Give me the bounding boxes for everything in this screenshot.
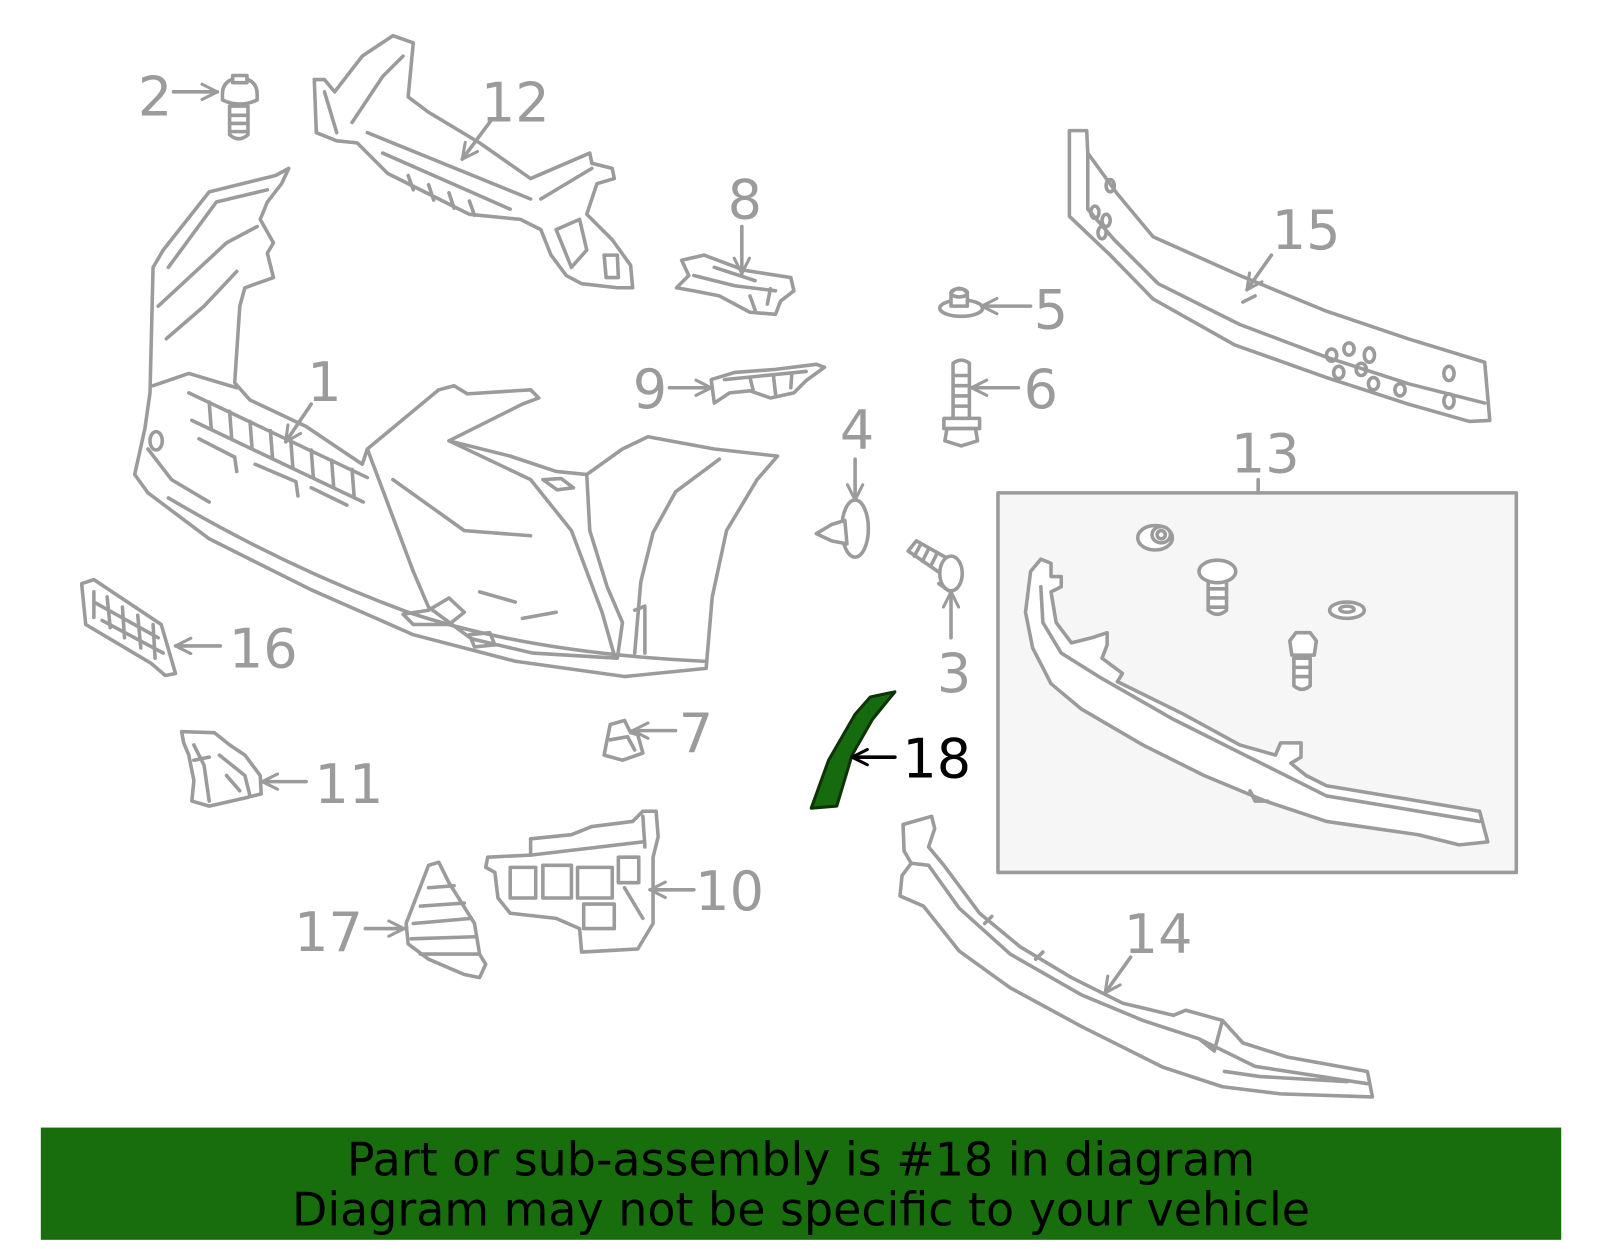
info-banner: Part or sub-assembly is #18 in diagram D… [40, 1127, 1562, 1240]
callout-label-1: 1 [307, 351, 341, 414]
callout-label-12: 12 [481, 71, 550, 134]
callout-labels: 2 12 8 5 15 1 9 6 4 13 16 3 7 18 11 10 1… [138, 65, 1341, 966]
callout-label-18: 18 [902, 728, 971, 791]
banner-line-1: Part or sub-assembly is #18 in diagram [347, 1133, 1255, 1187]
part-15-reinforcement [1067, 128, 1492, 424]
callout-15-arrow [1247, 253, 1274, 290]
callout-label-2: 2 [138, 65, 172, 128]
callout-label-17: 17 [294, 901, 363, 964]
part-6-bolt [942, 358, 982, 448]
part-9-bracket [709, 362, 827, 405]
part-17-fog-cover [404, 860, 488, 980]
callout-1-arrow [286, 402, 314, 442]
part-14-lower-spoiler [898, 814, 1375, 1099]
banner-line-2: Diagram may not be specific to your vehi… [292, 1183, 1310, 1237]
part-13-absorber-kit [996, 491, 1519, 875]
callout-label-13: 13 [1231, 422, 1300, 485]
callout-label-11: 11 [315, 753, 384, 816]
callout-label-4: 4 [840, 399, 874, 462]
callout-14-arrow [1105, 955, 1133, 993]
callout-label-10: 10 [695, 860, 764, 923]
part-3-screw [906, 539, 965, 593]
callout-label-15: 15 [1272, 199, 1341, 262]
info-banner-background [40, 1127, 1562, 1240]
part-11-bracket [179, 729, 264, 808]
part-4-push-pin [814, 498, 871, 559]
callout-label-6: 6 [1024, 358, 1058, 421]
part-1-bumper-cover [132, 166, 780, 679]
callout-label-7: 7 [679, 702, 713, 765]
callout-label-14: 14 [1124, 903, 1193, 966]
callout-arrows [171, 92, 1274, 993]
callout-label-16: 16 [229, 617, 298, 680]
callout-label-3: 3 [937, 642, 971, 705]
callout-label-9: 9 [633, 358, 667, 421]
callout-12-arrow [462, 117, 494, 159]
callout-label-5: 5 [1034, 279, 1068, 342]
part-2-bolt [220, 73, 259, 141]
callout-label-8: 8 [728, 168, 762, 231]
part-16-bracket [79, 577, 178, 678]
